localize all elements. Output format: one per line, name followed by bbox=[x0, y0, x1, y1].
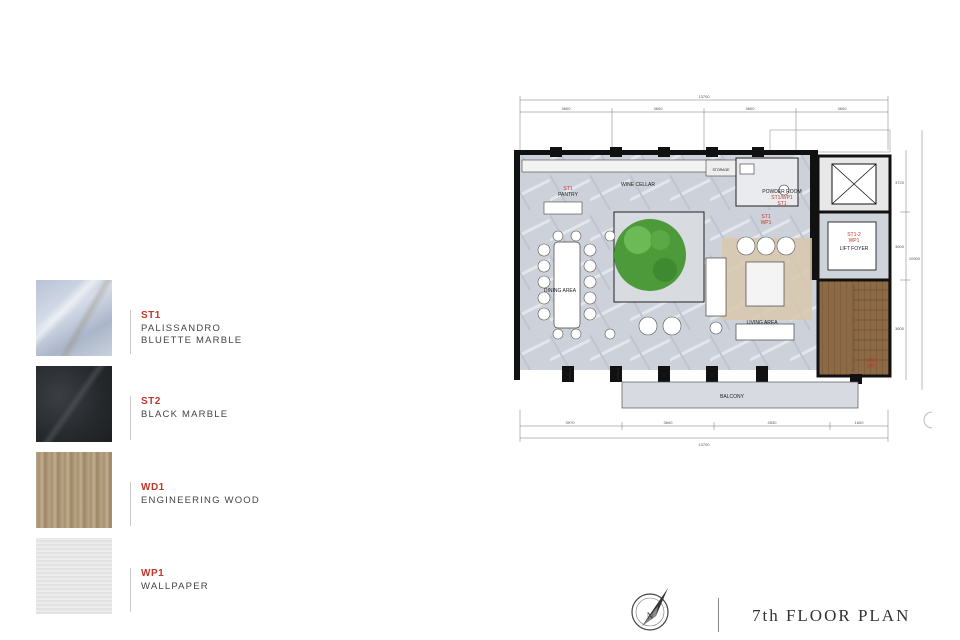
label-living-area: LIVING AREA bbox=[746, 320, 778, 326]
dim-bottom-total: 13700 bbox=[698, 442, 710, 447]
dim-bottom-seg: 1600 bbox=[855, 420, 865, 425]
material-name-line: WALLPAPER bbox=[141, 581, 209, 592]
pantry-island bbox=[543, 201, 583, 215]
north-compass-icon: N bbox=[631, 588, 669, 631]
dim-right-seg: 3600 bbox=[895, 244, 905, 249]
dining-table bbox=[553, 241, 581, 329]
sofa bbox=[705, 257, 727, 317]
material-name: ENGINEERING WOOD bbox=[141, 495, 331, 507]
material-name-line: BLUETTE MARBLE bbox=[141, 335, 243, 346]
exterior-walls bbox=[514, 147, 862, 384]
dim-top-total: 13700 bbox=[698, 94, 710, 99]
code-living-2: WP1 bbox=[761, 220, 772, 226]
material-name: BLACK MARBLE bbox=[141, 409, 331, 421]
material-code: WD1 bbox=[141, 482, 165, 493]
pantry-counter bbox=[521, 159, 723, 173]
bottom-dimensions bbox=[519, 410, 889, 442]
code-lift-1: ST1-2 bbox=[847, 232, 861, 238]
material-name: PALISSANDRO BLUETTE MARBLE bbox=[141, 323, 331, 347]
code-stair-1: WD1 bbox=[866, 358, 877, 364]
top-dimensions bbox=[519, 96, 889, 150]
dim-top-seg: 3600 bbox=[562, 106, 572, 111]
material-st1: ST1 PALISSANDRO BLUETTE MARBLE bbox=[36, 280, 336, 356]
upper-terrace-outline bbox=[769, 129, 891, 153]
dim-right-seg: 3720 bbox=[895, 180, 905, 185]
material-code: ST1 bbox=[141, 310, 161, 321]
sofa-bottom bbox=[735, 323, 795, 341]
material-name-line: PALISSANDRO bbox=[141, 323, 222, 334]
code-powder-1: ST1/WP1 bbox=[771, 195, 793, 201]
dim-top-seg: 3600 bbox=[746, 106, 756, 111]
dining-chairs bbox=[537, 230, 616, 340]
wd1-swatch bbox=[36, 452, 112, 528]
dim-bottom-seg: 3970 bbox=[566, 420, 576, 425]
dim-top-seg: 3600 bbox=[654, 106, 664, 111]
code-pantry: ST1 bbox=[563, 186, 572, 192]
dim-right-total: 10900 bbox=[909, 256, 921, 261]
st1-swatch bbox=[36, 280, 112, 356]
tree-canopy bbox=[614, 219, 686, 291]
balcony bbox=[621, 381, 859, 409]
label-powder-room: POWDER ROOM bbox=[762, 189, 801, 195]
dim-top-seg: 3600 bbox=[838, 106, 848, 111]
dim-right-seg: 3600 bbox=[895, 326, 905, 331]
coffee-table bbox=[745, 261, 785, 307]
legend-divider bbox=[130, 568, 131, 612]
label-balcony: BALCONY bbox=[720, 394, 745, 400]
wp1-swatch bbox=[36, 538, 112, 614]
legend-divider bbox=[130, 396, 131, 440]
material-code: ST2 bbox=[141, 396, 161, 407]
legend-divider bbox=[130, 310, 131, 354]
material-wd1: WD1 ENGINEERING WOOD bbox=[36, 452, 336, 528]
label-pantry: PANTRY bbox=[558, 192, 578, 198]
material-name: WALLPAPER bbox=[141, 581, 331, 593]
material-name-line: ENGINEERING WOOD bbox=[141, 495, 260, 506]
label-wine-cellar: WINE CELLAR bbox=[621, 182, 655, 188]
legend-divider bbox=[130, 482, 131, 526]
label-storage: STORAGE bbox=[712, 168, 730, 172]
material-st2: ST2 BLACK MARBLE bbox=[36, 366, 336, 442]
compass-letter: N bbox=[647, 611, 654, 621]
partial-circle-icon bbox=[923, 411, 933, 429]
title-divider bbox=[718, 598, 719, 632]
material-name-line: BLACK MARBLE bbox=[141, 409, 229, 420]
code-powder-2: ST1 bbox=[777, 201, 786, 207]
dim-bottom-seg: 3600 bbox=[664, 420, 674, 425]
page-title: 7th FLOOR PLAN bbox=[752, 606, 911, 625]
label-dining-area: DINING AREA bbox=[544, 288, 577, 294]
dim-bottom-seg: 4530 bbox=[768, 420, 778, 425]
code-lift-2: WP1 bbox=[849, 238, 860, 244]
right-dimensions bbox=[900, 130, 923, 390]
material-code: WP1 bbox=[141, 568, 165, 579]
label-lift-foyer: LIFT FOYER bbox=[840, 246, 869, 252]
floor-plan: 13700 3600 3600 3600 3600 bbox=[514, 94, 923, 447]
code-stair-2: WP1 bbox=[867, 364, 878, 370]
material-wp1: WP1 WALLPAPER bbox=[36, 538, 336, 614]
st2-swatch bbox=[36, 366, 112, 442]
armchairs bbox=[638, 236, 796, 336]
code-living-1: ST1 bbox=[761, 214, 770, 220]
